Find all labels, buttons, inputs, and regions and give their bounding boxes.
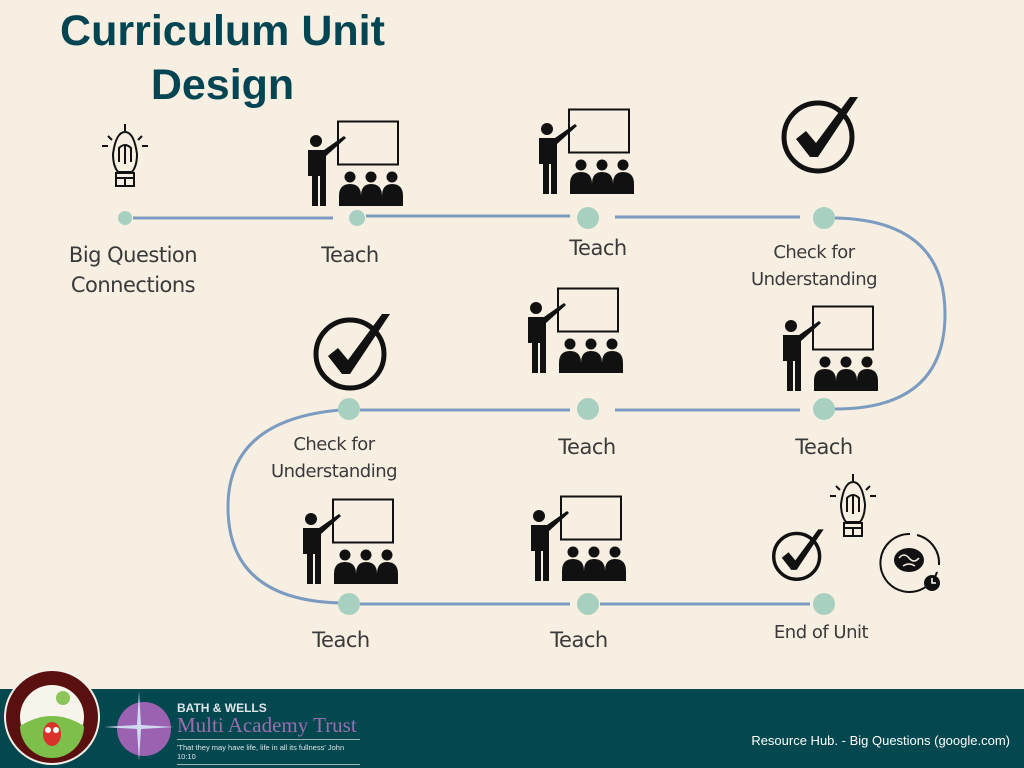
right-curve <box>834 216 947 411</box>
node-2 <box>349 210 365 226</box>
trust-star-logo <box>104 691 174 761</box>
label-line: Understanding <box>750 269 878 290</box>
step-label-end-of-unit: End of Unit <box>773 622 869 643</box>
school-logo <box>4 669 100 765</box>
node-8 <box>338 593 360 615</box>
teacher-icon <box>300 498 404 584</box>
lightbulb-hands-icon <box>100 122 150 188</box>
trust-name-line2: Multi Academy Trust <box>177 713 357 737</box>
node-4 <box>813 207 835 229</box>
label-line: Understanding <box>270 461 398 482</box>
node-6 <box>577 398 599 420</box>
step-label-teach: Teach <box>558 435 616 459</box>
lightbulb-hands-icon <box>828 472 878 538</box>
footer: BATH & WELLS Multi Academy Trust 'That t… <box>0 669 1024 768</box>
step-label-teach: Teach <box>550 628 608 652</box>
brain-clock-icon <box>877 530 943 596</box>
teacher-icon <box>780 305 884 391</box>
teacher-icon <box>536 108 640 194</box>
trust-name-line1: BATH & WELLS <box>177 701 267 715</box>
teacher-icon <box>525 287 629 373</box>
node-1 <box>118 211 132 225</box>
step-label-teach: Teach <box>795 435 853 459</box>
title-line-1: Curriculum Unit <box>60 7 385 55</box>
step-label-check: Check for Understanding <box>750 239 878 293</box>
step-label-big-question: Big Question Connections <box>68 240 198 300</box>
node-3 <box>577 207 599 229</box>
step-label-check: Check for Understanding <box>270 431 398 485</box>
node-7 <box>338 398 360 420</box>
trust-motto: 'That they may have life, life in all it… <box>177 739 360 765</box>
checkmark-icon <box>780 95 860 175</box>
title-line-2: Design <box>150 61 295 109</box>
label-line: Connections <box>70 273 196 297</box>
resource-hub-link[interactable]: Resource Hub. - Big Questions (google.co… <box>751 733 1010 748</box>
label-line: Big Question <box>68 243 198 267</box>
flow-path <box>118 207 947 615</box>
step-label-teach: Teach <box>321 243 379 267</box>
page-title: Curriculum Unit Design <box>30 4 415 112</box>
label-line: Check for <box>773 242 855 263</box>
left-curve <box>226 408 341 605</box>
checkmark-icon <box>312 312 392 392</box>
teacher-icon <box>528 495 632 581</box>
teacher-icon <box>305 120 409 206</box>
checkmark-icon <box>771 528 825 582</box>
step-label-teach: Teach <box>312 628 370 652</box>
row1-connector <box>133 214 800 220</box>
node-9 <box>577 593 599 615</box>
node-5 <box>813 398 835 420</box>
step-label-teach: Teach <box>569 236 627 260</box>
node-10 <box>813 593 835 615</box>
label-line: Check for <box>293 434 375 455</box>
